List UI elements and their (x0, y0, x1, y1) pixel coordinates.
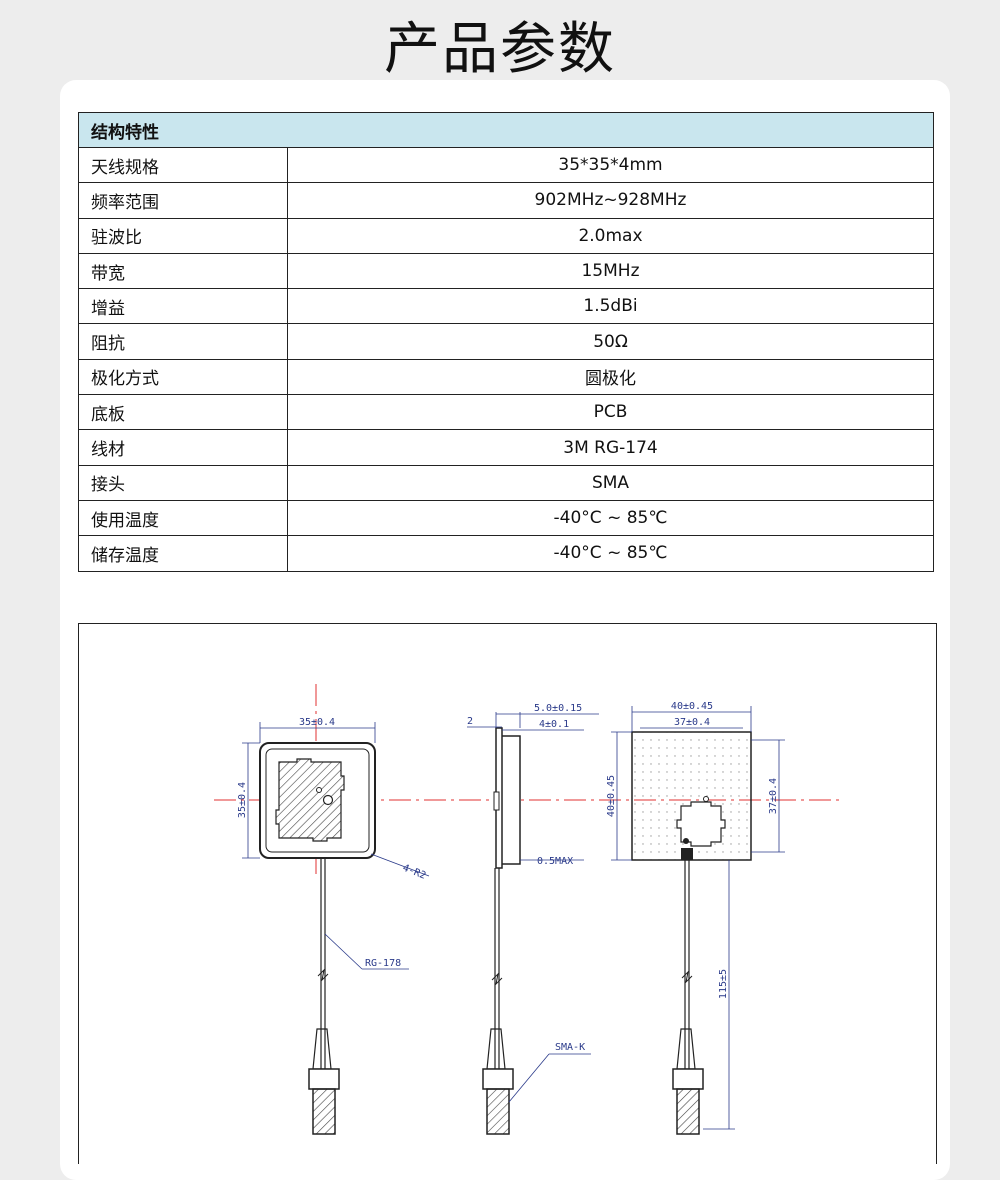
back-outer-height-dim: 40±0.45 (606, 775, 617, 817)
side-profile (499, 735, 521, 865)
side-gap-dim: 2 (467, 716, 473, 727)
connector-label: SMA-K (555, 1042, 585, 1053)
cable-solder-icon (681, 848, 693, 860)
spec-value: PCB (287, 394, 934, 431)
back-connector-nut (672, 1068, 704, 1090)
spec-value: -40°C ~ 85℃ (287, 499, 934, 537)
section-header: 结构特性 (78, 112, 934, 148)
patch-element (275, 758, 345, 842)
spec-label: 线材 (78, 429, 288, 466)
back-view: 40±0.45 37±0.4 40±0.45 37±0.4 115±5 (606, 701, 785, 1135)
side-bottom-dim: 0.5MAX (537, 856, 573, 867)
spec-value: 3M RG-174 (287, 429, 934, 466)
back-inner-height-dim: 37±0.4 (768, 778, 779, 814)
side-view: 5.0±0.15 2 4±0.1 0.5MAX SMA-K (467, 703, 599, 1135)
front-height-dim: 35±0.4 (237, 782, 248, 818)
pcb-pad (676, 801, 726, 847)
front-view: 35±0.4 35±0.4 4-R2 RG-178 (237, 717, 430, 1135)
spec-label: 带宽 (78, 252, 288, 290)
technical-drawing: 35±0.4 35±0.4 4-R2 RG-178 (78, 623, 937, 1164)
connector-nut (308, 1068, 340, 1090)
spec-value: 50Ω (287, 323, 934, 360)
spec-label: 储存温度 (78, 535, 288, 572)
back-outer-width-dim: 40±0.45 (671, 701, 713, 712)
cable-label: RG-178 (365, 958, 401, 969)
spec-value: -40°C ~ 85℃ (287, 535, 934, 572)
spec-label: 接头 (78, 464, 288, 501)
front-width-dim: 35±0.4 (299, 717, 335, 728)
spec-label: 频率范围 (78, 182, 288, 219)
spec-label: 驻波比 (78, 217, 288, 254)
spec-value: 圆极化 (287, 358, 934, 396)
spec-row: 储存温度-40°C ~ 85℃ (78, 535, 934, 572)
spec-label: 阻抗 (78, 323, 288, 360)
feed-point-icon (322, 794, 334, 806)
page-title: 产品参数 (384, 17, 616, 82)
spec-value: 2.0max (287, 217, 934, 254)
spec-label: 底板 (78, 394, 288, 431)
spec-row: 极化方式圆极化 (78, 358, 934, 396)
drawing-canvas: 35±0.4 35±0.4 4-R2 RG-178 (214, 684, 839, 1135)
spec-table-header: 结构特性 (78, 112, 934, 148)
spec-value: SMA (287, 464, 934, 501)
spec-value: 35*35*4mm (287, 146, 934, 184)
spec-value: 902MHz~928MHz (287, 182, 934, 219)
side-connector-nut (482, 1068, 514, 1090)
cable-length-dim: 115±5 (718, 969, 729, 999)
side-total-dim: 5.0±0.15 (534, 703, 582, 714)
spec-value: 15MHz (287, 252, 934, 290)
spec-label: 天线规格 (78, 146, 288, 184)
spec-label: 使用温度 (78, 499, 288, 537)
spec-value: 1.5dBi (287, 288, 934, 325)
back-inner-width-dim: 37±0.4 (674, 717, 710, 728)
back-sma-connector-icon (676, 1088, 700, 1135)
spec-label: 增益 (78, 288, 288, 325)
side-sma-connector-icon (486, 1088, 510, 1135)
spec-label: 极化方式 (78, 358, 288, 396)
spec-row: 使用温度-40°C ~ 85℃ (78, 499, 934, 537)
side-thickness-dim: 4±0.1 (539, 719, 569, 730)
corner-radius-dim: 4-R2 (401, 863, 427, 882)
sma-connector-icon (312, 1088, 336, 1135)
